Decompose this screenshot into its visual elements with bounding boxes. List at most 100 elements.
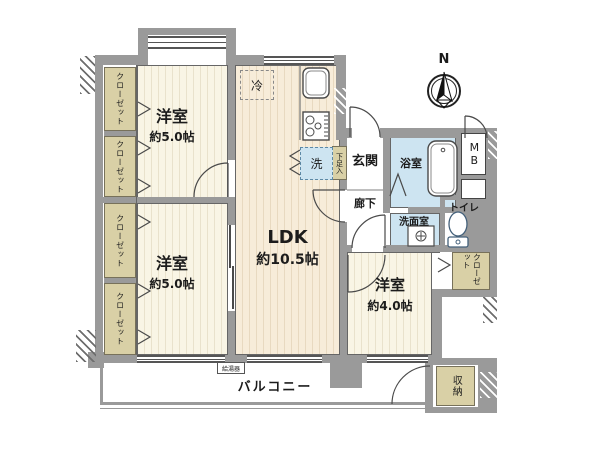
balcony-rail bbox=[100, 402, 432, 405]
balcony-rail bbox=[100, 408, 432, 409]
bathtub-icon bbox=[427, 140, 458, 197]
wall bbox=[383, 207, 388, 213]
closet-label: クローゼット bbox=[115, 292, 125, 346]
hatch-mark bbox=[483, 297, 497, 323]
toilet-icon bbox=[447, 211, 469, 248]
hatch-mark bbox=[76, 330, 96, 362]
toilet-label: トイレ bbox=[449, 202, 479, 214]
closet-box: クローゼット bbox=[104, 67, 136, 131]
floor-bedroom-1 bbox=[137, 65, 228, 199]
wall bbox=[490, 252, 497, 297]
balcony-label: バルコニー bbox=[237, 379, 313, 395]
wall bbox=[442, 289, 497, 297]
closet-door-arrow-icon bbox=[137, 283, 152, 299]
wall bbox=[136, 65, 137, 355]
storage-label: 収納 bbox=[450, 375, 462, 397]
wall bbox=[138, 28, 236, 35]
wall bbox=[340, 222, 347, 355]
bedroom3-size: 約4.0帖 bbox=[367, 298, 413, 313]
wall bbox=[236, 55, 264, 65]
door-bedroom2-sliding bbox=[229, 225, 234, 309]
wall bbox=[228, 197, 235, 225]
window bbox=[137, 355, 225, 363]
ldk-name: LDK bbox=[267, 226, 308, 248]
closet-label: クローゼット bbox=[115, 213, 125, 268]
wall bbox=[103, 197, 235, 203]
wall bbox=[408, 207, 456, 213]
hatch-mark bbox=[80, 56, 95, 94]
kitchen-sink-icon bbox=[302, 67, 330, 99]
wall bbox=[445, 245, 497, 252]
water-heater-label: 給湯器 bbox=[221, 365, 240, 373]
closet-door-arrow-icon bbox=[437, 257, 452, 273]
door-entrance bbox=[349, 106, 381, 138]
wall bbox=[104, 278, 136, 283]
bedroom2-name: 洋室 bbox=[155, 254, 188, 273]
door-bath-fold bbox=[389, 172, 407, 197]
wall bbox=[334, 55, 346, 65]
door-bedroom1 bbox=[193, 162, 229, 198]
wall bbox=[440, 200, 445, 252]
window bbox=[148, 36, 226, 49]
wall bbox=[225, 355, 247, 363]
closet-label: クローゼット bbox=[115, 72, 125, 126]
wall bbox=[340, 180, 347, 190]
wall bbox=[347, 245, 352, 252]
stove-icon bbox=[302, 111, 330, 141]
wall bbox=[228, 311, 235, 355]
wall bbox=[425, 407, 497, 413]
wall bbox=[95, 355, 137, 363]
window bbox=[264, 56, 334, 65]
washer-door-arrow-icon bbox=[288, 149, 301, 176]
closet-label: クローゼット bbox=[115, 139, 125, 194]
hatch-mark bbox=[480, 372, 497, 398]
wall bbox=[425, 358, 497, 365]
window bbox=[367, 355, 428, 363]
refrigerator-box: 冷 bbox=[240, 70, 274, 100]
hallway-label: 廊下 bbox=[354, 197, 376, 210]
door-hallway-ldk bbox=[312, 189, 346, 223]
washroom-label: 洗面室 bbox=[399, 217, 429, 228]
compass-icon bbox=[427, 71, 461, 109]
bedroom3-name: 洋室 bbox=[374, 275, 405, 294]
hatch-mark bbox=[334, 88, 347, 114]
floor-bedroom-3 bbox=[347, 252, 432, 355]
door-meter-box bbox=[464, 115, 488, 139]
door-washroom bbox=[351, 214, 386, 249]
wall bbox=[340, 137, 347, 146]
closet-box: クローゼット bbox=[104, 283, 136, 355]
washer-label: 洗 bbox=[310, 157, 323, 171]
wall bbox=[228, 65, 235, 160]
storage-box: 収納 bbox=[436, 366, 475, 406]
washbasin-icon bbox=[407, 225, 435, 247]
washer-box: 洗 bbox=[300, 147, 333, 180]
bedroom1-name: 洋室 bbox=[155, 107, 188, 126]
bathroom-label: 浴室 bbox=[400, 157, 422, 170]
bedroom2-size: 約5.0帖 bbox=[149, 276, 195, 291]
wall bbox=[226, 28, 236, 65]
closet-door-arrow-icon bbox=[137, 140, 152, 156]
compass-north-label: N bbox=[438, 51, 450, 67]
closet-box: クローゼット bbox=[104, 203, 136, 278]
floor-bedroom-2 bbox=[137, 203, 228, 355]
wall bbox=[432, 289, 442, 363]
closet-door-arrow-icon bbox=[137, 101, 152, 117]
wall bbox=[346, 128, 352, 138]
hatch-mark bbox=[488, 131, 497, 159]
meter-box-label: MB bbox=[467, 141, 481, 167]
shoe-cabinet-label: 下足入 bbox=[335, 152, 344, 174]
closet-door-arrow-icon bbox=[137, 329, 152, 345]
closet-door-arrow-icon bbox=[137, 214, 152, 230]
wall bbox=[383, 132, 390, 213]
ldk-size: 約10.5帖 bbox=[256, 252, 319, 268]
entrance-label: 玄関 bbox=[351, 153, 378, 169]
closet-box: クローゼット bbox=[104, 136, 136, 197]
refrigerator-label: 冷 bbox=[250, 78, 263, 93]
wall bbox=[104, 131, 136, 136]
window bbox=[247, 355, 322, 363]
closet-box: クローゼット bbox=[452, 252, 490, 290]
wall bbox=[425, 358, 433, 413]
wall bbox=[95, 55, 103, 363]
